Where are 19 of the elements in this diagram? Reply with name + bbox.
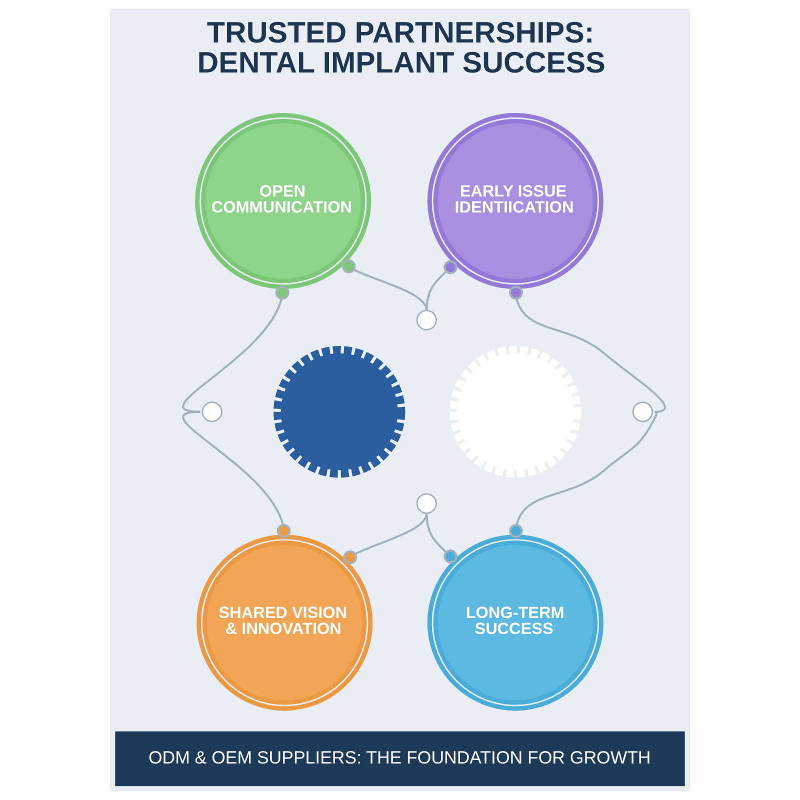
connector — [509, 410, 658, 538]
connector — [182, 410, 291, 538]
node-circle: EARLY ISSUE IDENTIICATION — [427, 112, 604, 290]
connector — [509, 286, 666, 413]
node-circle: OPEN COMMUNICATION — [195, 112, 372, 290]
node-circle — [632, 401, 653, 422]
node-circle — [416, 493, 437, 514]
node-circle — [202, 401, 222, 422]
connector — [426, 260, 458, 311]
caption: ODM & OEM SUPPLIERS: THE FOUNDATION FOR GROWTH — [148, 747, 651, 768]
diagram-title: TRUSTED PARTNERSHIPS: DENTAL IMPLANT SUCCESS — [197, 16, 606, 80]
node-circle: LONG-TERM SUCCESS — [427, 534, 604, 711]
connector — [182, 286, 290, 413]
node-gear — [274, 346, 406, 478]
connector — [343, 512, 428, 564]
node-circle — [416, 310, 437, 330]
connector — [342, 259, 428, 311]
node-circle: SHARED VISION & INNOVATION — [196, 534, 373, 711]
connector — [426, 513, 458, 564]
